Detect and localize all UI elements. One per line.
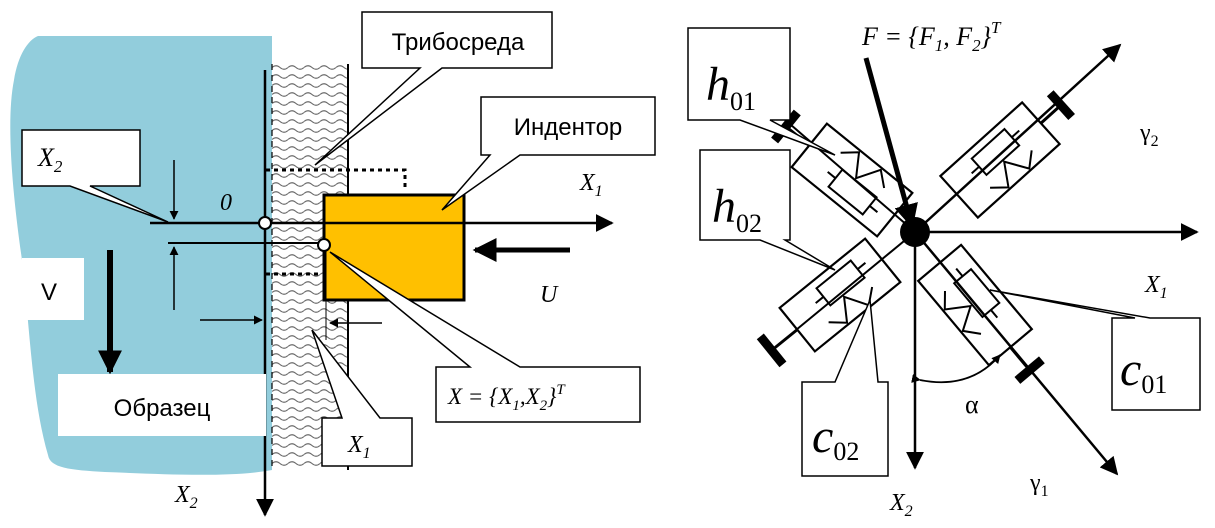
origin-point xyxy=(258,216,272,230)
callout-c02-sub: 02 xyxy=(833,437,859,466)
callout-h01-label: h xyxy=(706,58,730,111)
callout-x1-label: X xyxy=(347,432,364,458)
lower-right-element xyxy=(916,243,1045,384)
svg-text:X2: X2 xyxy=(174,482,198,512)
lower-left-link xyxy=(795,231,916,331)
force-label-sub2: 2 xyxy=(972,36,981,55)
svg-text:h01: h01 xyxy=(706,58,756,116)
callout-tribo-medium-label: Трибосреда xyxy=(392,29,525,56)
callout-h02-label: h xyxy=(712,180,736,233)
callout-vector-sup: T xyxy=(556,382,566,398)
origin-label: 0 xyxy=(220,190,232,216)
svg-text:γ2: γ2 xyxy=(1139,120,1159,150)
callout-x1-sub: 1 xyxy=(363,445,371,462)
force-label-sub1: 1 xyxy=(935,36,944,55)
force-label-lhs: F = {F xyxy=(861,22,936,51)
force-arrow xyxy=(863,57,918,229)
contact-point xyxy=(317,238,331,252)
callout-h01: h01 xyxy=(687,27,836,156)
callout-vector-mid: ,X xyxy=(520,384,541,409)
velocity-label: V xyxy=(41,279,57,306)
x2-axis-label: X xyxy=(174,482,191,508)
gamma1-label-sub: 1 xyxy=(1041,483,1049,500)
svg-text:X1: X1 xyxy=(347,432,371,462)
alpha-label: α xyxy=(965,390,979,419)
callout-c01: c01 xyxy=(989,289,1201,411)
callout-vector-sub2: 2 xyxy=(540,398,548,414)
x2-axis-label-sub: 2 xyxy=(190,495,198,512)
callout-c02: c02 xyxy=(801,299,889,477)
right-x1-axis-label-sub: 1 xyxy=(1160,285,1168,302)
svg-text:X2: X2 xyxy=(889,490,913,520)
svg-text:X2: X2 xyxy=(37,143,63,176)
callout-vector: X = {X1,X2}T xyxy=(329,251,641,423)
x1-axis-label: X xyxy=(579,170,596,196)
right-diagram: F = {F1, F2}T h01 h02 γ2 X1 c01 c02 α γ1 xyxy=(687,18,1201,520)
central-node xyxy=(900,217,930,247)
gamma2-label: γ xyxy=(1139,120,1151,146)
upper-right-element xyxy=(938,90,1075,220)
callout-x1: X1 xyxy=(311,329,413,467)
svg-text:h02: h02 xyxy=(712,180,762,238)
svg-text:F = {F1, F2}T: F = {F1, F2}T xyxy=(861,18,1002,55)
x1-axis-label-sub: 1 xyxy=(595,183,603,200)
dotted-contour-top xyxy=(266,168,407,188)
gamma2-axis xyxy=(914,43,1122,233)
callout-x2-sub: 2 xyxy=(54,157,63,176)
callout-c02-label: c xyxy=(812,410,833,463)
callout-c01-label: c xyxy=(1120,343,1141,396)
lower-left-element xyxy=(756,237,902,368)
callout-sample-label: Образец xyxy=(114,395,211,422)
force-label-sup: T xyxy=(991,18,1002,37)
right-x2-axis-label: X xyxy=(889,490,906,516)
svg-text:γ1: γ1 xyxy=(1029,470,1049,500)
callout-vector-sub1: 1 xyxy=(512,398,520,414)
gamma2-label-sub: 2 xyxy=(1151,133,1159,150)
force-label-mid: , F xyxy=(943,22,973,51)
right-x2-axis-label-sub: 2 xyxy=(905,503,913,520)
left-diagram: Трибосреда Индентор X2 Образец V 0 X1 U … xyxy=(10,11,656,517)
callout-x2-label: X xyxy=(37,143,55,172)
callout-h02-sub: 02 xyxy=(736,209,762,238)
gamma1-label: γ xyxy=(1029,470,1041,496)
velocity-label-box xyxy=(22,258,84,320)
callout-h01-sub: 01 xyxy=(730,87,756,116)
callout-indenter: Индентор xyxy=(441,96,656,211)
callout-x2: X2 xyxy=(21,129,169,223)
svg-text:X1: X1 xyxy=(579,170,603,200)
svg-text:X1: X1 xyxy=(1144,272,1168,302)
force-label-close: } xyxy=(981,22,992,51)
right-x1-axis-label: X xyxy=(1144,272,1161,298)
callout-vector-lhs: X = {X xyxy=(447,384,513,409)
callout-c01-sub: 01 xyxy=(1141,370,1167,399)
svg-text:c02: c02 xyxy=(812,410,859,466)
indenter-block xyxy=(322,193,466,302)
callout-sample: Образец xyxy=(58,374,266,436)
callout-indenter-label: Индентор xyxy=(514,114,623,141)
load-label: U xyxy=(540,282,559,308)
alpha-arc xyxy=(911,354,1001,384)
svg-text:c01: c01 xyxy=(1120,343,1167,399)
callout-vector-close: } xyxy=(547,384,556,409)
svg-text:X = {X1,X2}T: X = {X1,X2}T xyxy=(447,382,566,414)
callout-tribo-medium: Трибосреда xyxy=(314,11,553,166)
callout-h02: h02 xyxy=(699,149,836,271)
